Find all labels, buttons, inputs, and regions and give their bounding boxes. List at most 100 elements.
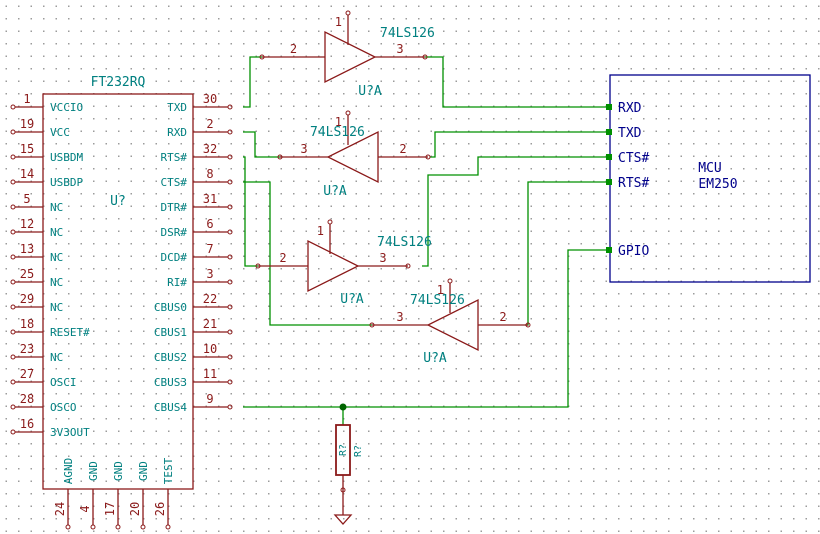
ft232-bottom-pin-number: 20 <box>128 502 142 516</box>
ft232-left-pin-name: USBDP <box>50 176 83 189</box>
ft232-bottom-pin-end <box>165 524 171 530</box>
ft232-left-pin-name: OSCO <box>50 401 77 414</box>
resistor-r-label: R? <box>353 445 364 457</box>
ft232-left-pin-name: NC <box>50 251 63 264</box>
buffer-input-pin-number: 2 <box>499 310 506 324</box>
ft232-right-pin-name: CBUS2 <box>154 351 187 364</box>
ft232-right-pin-number: 30 <box>203 92 217 106</box>
buffer-value-label: 74LS126 <box>377 235 432 250</box>
ft232-right-pin-number: 31 <box>203 192 217 206</box>
ft232-left-pin-number: 13 <box>20 242 34 256</box>
wire-rxd-to-buffer2 <box>243 131 280 158</box>
ft232-right-pin-name: DTR# <box>161 201 188 214</box>
ft232-right-pin-end <box>227 129 233 135</box>
buffer-output-pin-number: 3 <box>379 251 386 265</box>
ft232-right-pin-end <box>227 354 233 360</box>
ft232-right-pin-name: CTS# <box>161 176 188 189</box>
buffer-output-pin-end <box>405 263 411 269</box>
ft232-left-pin-end <box>10 304 16 310</box>
ft232-left-pin-end <box>10 404 16 410</box>
ft232-right-pin-number: 3 <box>206 267 213 281</box>
ft232-right-pin-number: 11 <box>203 367 217 381</box>
ft232-left-pin-number: 25 <box>20 267 34 281</box>
mcu-body <box>609 74 811 283</box>
mcu-pin-label: RTS# <box>618 176 649 191</box>
ft232-right-pin-end <box>227 254 233 260</box>
ft232-right-pin-end <box>227 154 233 160</box>
ft232-left-pin-name: NC <box>50 351 63 364</box>
buffer-ref-label: U?A <box>358 84 382 99</box>
ft232rq-left-pins: 1VCCIO19VCC15USBDM14USBDP5NC12NC13NC25NC… <box>10 92 90 439</box>
ft232-left-pin-end <box>10 329 16 335</box>
ft232-left-pin-end <box>10 279 16 285</box>
mcu-pin-marker <box>606 104 612 110</box>
wire-txd-to-buffer1 <box>243 56 262 108</box>
mcu-pin-label: TXD <box>618 126 642 141</box>
ft232-left-pin-end <box>10 379 16 385</box>
ft232-left-pin-name: USBDM <box>50 151 83 164</box>
ft232-bottom-pin-end <box>140 524 146 530</box>
ft232-right-pin-number: 6 <box>206 217 213 231</box>
ft232-bottom-pin-end <box>65 524 71 530</box>
mcu-pin-label: GPIO <box>618 244 649 259</box>
ft232-left-pin-number: 12 <box>20 217 34 231</box>
ft232-right-pin-end <box>227 104 233 110</box>
ft232-right-pin-number: 7 <box>206 242 213 256</box>
ft232-right-pin-number: 10 <box>203 342 217 356</box>
ft232-right-pin-end <box>227 304 233 310</box>
ft232-left-pin-name: NC <box>50 201 63 214</box>
wire-cbus4-to-mcu-gpio <box>243 249 610 408</box>
ground-icon <box>333 514 353 525</box>
ft232-right-pin-number: 32 <box>203 142 217 156</box>
ft232-right-pin-name: CBUS1 <box>154 326 187 339</box>
ft232-left-pin-number: 16 <box>20 417 34 431</box>
ft232-bottom-pin-name: AGND <box>62 458 75 485</box>
ft232rq-ic: FT232RQ U? 1VCCIO19VCC15USBDM14USBDP5NC1… <box>10 75 233 530</box>
buffer-input-pin-end <box>525 322 531 328</box>
buffer-value-label: 74LS126 <box>380 26 435 41</box>
ft232rq-value-label: FT232RQ <box>91 75 146 90</box>
ft232-right-pin-name: DSR# <box>161 226 188 239</box>
wire-buffer2-to-mcu-txd <box>430 131 610 158</box>
ft232-right-pin-end <box>227 229 233 235</box>
buffer-ref-label: U?A <box>340 292 364 307</box>
buffer-enable-pin-end <box>345 10 351 16</box>
ft232-right-pin-end <box>227 329 233 335</box>
wire-rts-to-buffer3 <box>243 156 258 267</box>
ft232-left-pin-number: 1 <box>23 92 30 106</box>
buffer-value-label: 74LS126 <box>310 125 365 140</box>
ft232-left-pin-number: 19 <box>20 117 34 131</box>
ft232-bottom-pin-end <box>115 524 121 530</box>
buffer-output-pin-number: 3 <box>300 142 307 156</box>
ft232rq-right-pins: 30TXD2RXD32RTS#8CTS#31DTR#6DSR#7DCD#3RI#… <box>154 92 233 414</box>
mcu-pin-marker <box>606 154 612 160</box>
ft232-right-pin-name: RXD <box>167 126 187 139</box>
buffer-ref-label: U?A <box>323 184 347 199</box>
ft232-bottom-pin-end <box>90 524 96 530</box>
mcu-pin-marker <box>606 179 612 185</box>
ft232-left-pin-number: 14 <box>20 167 34 181</box>
ft232-right-pin-name: RTS# <box>161 151 188 164</box>
ft232-left-pin-name: OSCI <box>50 376 77 389</box>
ft232-left-pin-name: NC <box>50 276 63 289</box>
mcu-pin-label: CTS# <box>618 151 649 166</box>
ft232-left-pin-number: 23 <box>20 342 34 356</box>
buffer-output-pin-end <box>369 322 375 328</box>
ft232-right-pin-end <box>227 204 233 210</box>
buffer-input-pin-number: 2 <box>290 42 297 56</box>
resistor-ref-label: R? <box>338 444 349 456</box>
ft232-left-pin-number: 5 <box>23 192 30 206</box>
mcu-title: MCU <box>698 161 721 176</box>
buffer-value-label: 74LS126 <box>410 293 465 308</box>
ft232-bottom-pin-number: 4 <box>78 505 92 512</box>
ft232-left-pin-number: 18 <box>20 317 34 331</box>
buffer-enable-pin-number: 1 <box>335 15 342 29</box>
buffer-triangle <box>307 239 360 293</box>
ft232-right-pin-name: CBUS0 <box>154 301 187 314</box>
